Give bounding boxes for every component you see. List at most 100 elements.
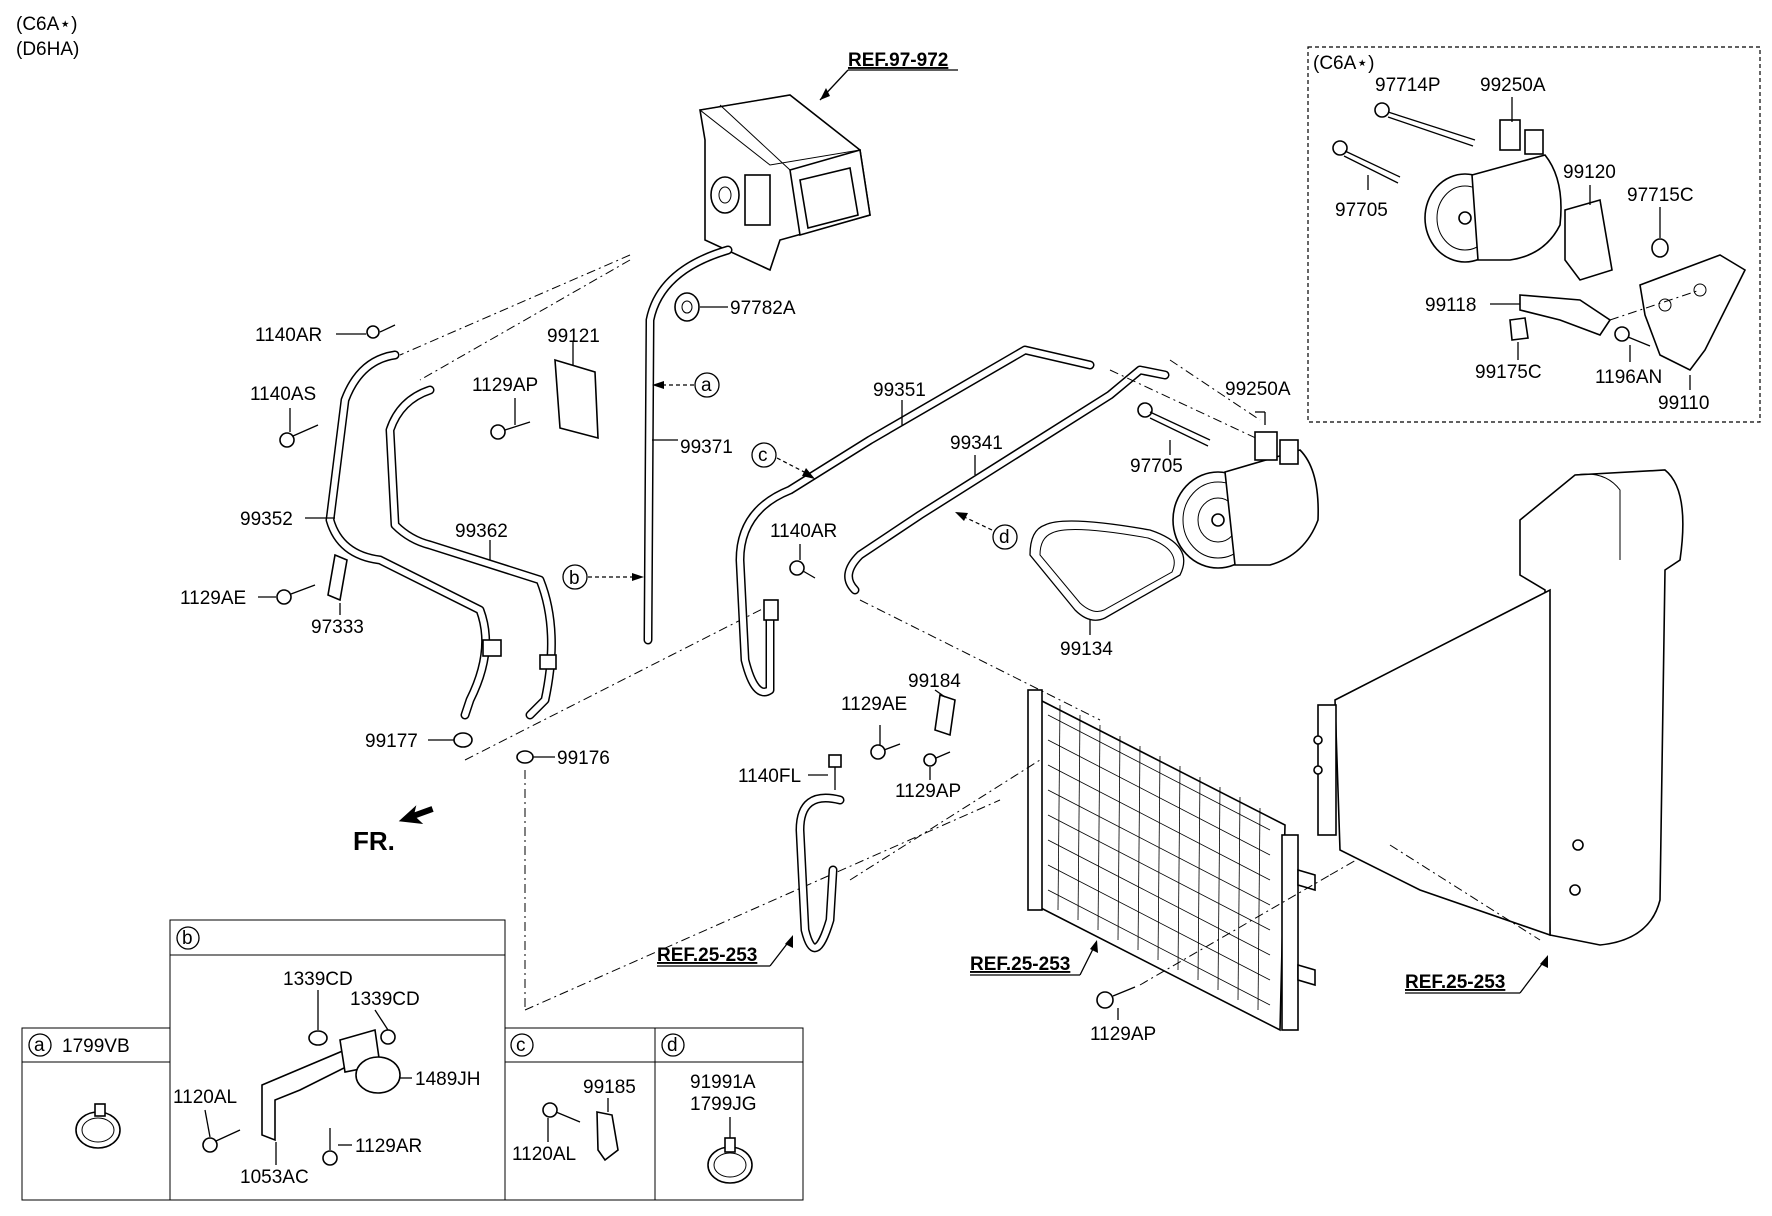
evaporator-unit (698, 94, 871, 272)
parts-table (21, 919, 804, 1201)
bolt-97705 (1137, 402, 1211, 447)
callout-b (562, 564, 588, 590)
label-99352: 99352 (240, 509, 293, 530)
table-key-a-letter: a (34, 1035, 45, 1056)
callout-a (694, 372, 720, 398)
table-label-1129ar: 1129AR (355, 1136, 422, 1157)
label-99371: 99371 (680, 437, 733, 458)
fitting-99177 (482, 639, 502, 657)
fitting-99176 (539, 654, 557, 670)
hose-99341 (844, 365, 1170, 595)
table-label-1120al-b: 1120AL (173, 1087, 237, 1108)
table-key-b (176, 926, 200, 950)
callout-d (992, 524, 1018, 550)
condenser (1027, 689, 1316, 1032)
callout-b-letter: b (569, 568, 580, 589)
compressor-99250a (1172, 431, 1319, 569)
table-key-c-letter: c (516, 1035, 526, 1056)
table-label-1053ac: 1053AC (240, 1167, 309, 1188)
table-label-1120al-c: 1120AL (512, 1144, 576, 1165)
hose-clamp-1799jg (707, 1137, 753, 1184)
table-b-bracket-assembly (202, 1028, 401, 1166)
table-key-d (661, 1033, 685, 1057)
inset-label-99110: 99110 (1658, 393, 1709, 414)
ref-radiator: REF.25-253 (1405, 972, 1505, 993)
bolt-1129ap-mid (923, 751, 951, 767)
label-99250a: 99250A (1225, 379, 1291, 400)
inset-label-99118: 99118 (1425, 295, 1476, 316)
inset-label-1196an: 1196AN (1595, 367, 1662, 388)
inset-label-99120: 99120 (1563, 162, 1616, 183)
label-99134: 99134 (1060, 639, 1113, 660)
bolt-1140ar-mid (789, 560, 816, 579)
callout-c (751, 442, 777, 468)
bolt-1140ar-left (366, 324, 396, 339)
bolt-1129ae-left (276, 584, 316, 605)
ref-evaporator-arrow (820, 88, 830, 100)
front-arrow-icon (398, 805, 434, 825)
inset-clip-99175c (1509, 317, 1529, 341)
label-99176: 99176 (557, 748, 610, 769)
callout-c-letter: c (758, 445, 768, 466)
bolt-1140fl (828, 754, 842, 790)
inset-label-97715c: 97715C (1627, 185, 1694, 206)
inset-bracket-99110 (1639, 254, 1747, 372)
label-99341: 99341 (950, 433, 1003, 454)
label-1140ar-mid: 1140AR (770, 521, 837, 542)
table-key-c (510, 1033, 534, 1057)
label-1129ap-left: 1129AP (472, 375, 538, 396)
callout-a-letter: a (701, 375, 712, 396)
table-label-1799vb: 1799VB (62, 1036, 130, 1057)
bolt-1140as (279, 424, 319, 448)
bracket-99121 (554, 358, 599, 440)
hose-99351 (735, 345, 1095, 697)
variant-code-c6a: (C6A⋆) (16, 14, 78, 35)
ref-hose: REF.25-253 (657, 945, 757, 966)
table-label-91991a: 91991A (690, 1072, 756, 1093)
callout-d-letter: d (999, 527, 1010, 548)
inset-compressor (1424, 119, 1562, 263)
label-1140ar-left: 1140AR (255, 325, 322, 346)
inset-label-97714p: 97714P (1375, 75, 1441, 96)
grommet-97782a (674, 292, 700, 322)
hose-ref-25-253 (795, 793, 845, 953)
o-ring-99176 (516, 750, 534, 764)
variant-code-d6ha: (D6HA) (16, 39, 79, 60)
hose-99352 (325, 350, 491, 720)
label-99184: 99184 (908, 671, 961, 692)
bolt-1129ap-bottom (1096, 986, 1136, 1009)
drive-belt-99134 (1029, 520, 1185, 621)
ref-evaporator: REF.97-972 (848, 50, 948, 71)
clip-99184 (934, 693, 956, 737)
clip-97333 (327, 553, 348, 602)
table-label-1489jh: 1489JH (415, 1069, 481, 1090)
table-key-d-letter: d (667, 1035, 678, 1056)
label-1129ae-mid: 1129AE (841, 694, 907, 715)
inset-label-99250a: 99250A (1480, 75, 1546, 96)
label-99351: 99351 (873, 380, 926, 401)
label-1140fl: 1140FL (738, 766, 801, 787)
inset-bolt-97705 (1332, 140, 1401, 184)
inset-bracket-99120 (1564, 198, 1613, 281)
inset-c6a-box (1307, 46, 1761, 423)
table-key-a (28, 1033, 52, 1057)
table-c-clip-assembly (542, 1102, 619, 1162)
fitting-99351 (763, 599, 779, 621)
o-ring-99177 (453, 732, 473, 748)
ref-condenser: REF.25-253 (970, 954, 1070, 975)
table-key-b-letter: b (182, 928, 193, 949)
table-label-1339cd-2: 1339CD (350, 989, 420, 1010)
hose-99362 (385, 385, 556, 720)
hose-clamp-1799vb (75, 1103, 121, 1149)
inset-title: (C6A⋆) (1313, 53, 1375, 74)
label-97782a: 97782A (730, 298, 796, 319)
inset-label-99175c: 99175C (1475, 362, 1542, 383)
inset-washer-97715c (1651, 238, 1669, 258)
label-99177: 99177 (365, 731, 418, 752)
label-1129ap-mid: 1129AP (895, 781, 961, 802)
label-1129ap-bottom: 1129AP (1090, 1024, 1156, 1045)
label-99121: 99121 (547, 326, 600, 347)
label-97705: 97705 (1130, 456, 1183, 477)
